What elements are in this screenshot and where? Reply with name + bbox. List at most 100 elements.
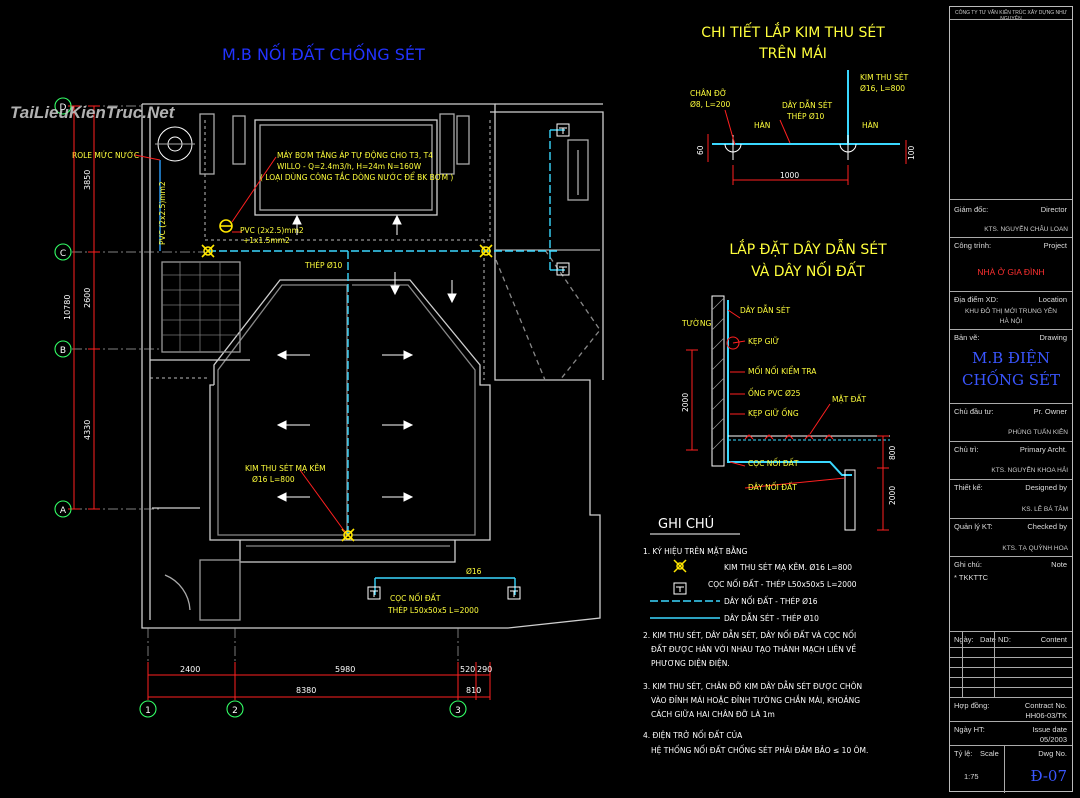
plan-leaders xyxy=(134,154,346,533)
dim-290: 290 xyxy=(477,665,492,674)
checked-name: KTS. TẠ QUỲNH HOA xyxy=(1002,545,1068,552)
dim-2000-right: 2000 xyxy=(888,486,897,505)
drawing-key: Bản vẽ: xyxy=(954,333,980,342)
mat-dat-label: MẶT ĐẤT xyxy=(832,394,867,404)
axis-3: 3 xyxy=(455,706,461,716)
tb-divider xyxy=(950,687,1072,688)
thep10-label: THÉP Ø10 xyxy=(304,261,343,270)
note-2-3: PHƯƠNG DIỆN ĐIỆN. xyxy=(651,659,730,668)
axis-2: 2 xyxy=(232,706,238,716)
dim-2600: 2600 xyxy=(83,288,92,308)
project-name: NHÀ Ở GIA ĐÌNH xyxy=(977,267,1045,277)
plan-title: M.B NỐI ĐẤT CHỐNG SÉT xyxy=(222,43,425,64)
detail1-title-1: CHI TIẾT LẮP KIM THU SÉT xyxy=(701,22,885,41)
dim-5980: 5980 xyxy=(335,665,355,674)
parapet-dashed xyxy=(150,120,491,380)
tb-divider xyxy=(950,291,1072,292)
pump-label-1: MÁY BƠM TĂNG ÁP TỰ ĐỘNG CHO T3, T4 xyxy=(277,151,433,160)
detail1-title-2: TRÊN MÁI xyxy=(758,44,827,62)
nd-key: ND: xyxy=(998,635,1011,644)
primary-name: KTS. NGUYỄN KHOA HẢI xyxy=(991,467,1068,474)
coc-label-2: THÉP L50x50x5 L=2000 xyxy=(387,606,479,615)
tb-divider xyxy=(950,199,1072,200)
note-key-en: Note xyxy=(1051,560,1067,569)
axis-D: D xyxy=(60,103,67,113)
axis-A: A xyxy=(60,506,67,516)
chan-do-label-2: Ø8, L=200 xyxy=(690,100,730,109)
detail2-title-1: LẮP ĐẶT DÂY DẪN SÉT xyxy=(729,239,887,258)
issue-key: Ngày HT: xyxy=(954,725,985,734)
chan-do-label-1: CHÂN ĐỠ xyxy=(690,89,727,98)
note-4-2: HỆ THỐNG NỐI ĐẤT CHỐNG SÉT PHẢI ĐẢM BẢO … xyxy=(651,745,868,755)
dim-8380: 8380 xyxy=(296,686,316,695)
note-3-3: CÁCH GIỮA HAI CHÂN ĐỠ LÀ 1m xyxy=(651,710,775,719)
air-terminals xyxy=(201,219,493,542)
note-key: Ghi chú: xyxy=(954,560,982,569)
project-key: Công trình: xyxy=(954,241,992,250)
axis-bubbles xyxy=(54,97,467,718)
coc-noi-dat-label: CỌC NỐI ĐẤT xyxy=(748,458,799,468)
pvc-vertical-label: PVC (2x2.5)mm2 xyxy=(158,181,167,245)
note-value: * TKKTTC xyxy=(954,573,989,582)
dim-520: 520 xyxy=(460,665,475,674)
dim-2000-left: 2000 xyxy=(681,393,690,412)
note-2-1: 2. KIM THU SÉT, DÂY DẪN SÉT, DÂY NỐI ĐẤT… xyxy=(643,630,856,640)
dim-4330: 4330 xyxy=(83,420,92,440)
pump-label-3: ( LOẠI DÙNG CÔNG TẮC DÒNG NƯỚC ĐỂ BK BƠM… xyxy=(260,172,453,182)
building-outline xyxy=(141,103,604,629)
kim-label-1: KIM THU SÉT xyxy=(860,73,909,82)
axis-B: B xyxy=(60,346,66,356)
han-left: HÀN xyxy=(754,121,770,130)
phi16-label: Ø16 xyxy=(466,567,482,576)
scale-key-en: Scale xyxy=(980,749,999,758)
coc-label-1: CỌC NỐI ĐẤT xyxy=(390,593,441,603)
location-key: Địa điểm XD: xyxy=(954,295,999,304)
note-4-1: 4. ĐIỆN TRỞ NỐI ĐẤT CỦA xyxy=(643,730,743,740)
tb-divider xyxy=(950,441,1072,442)
tb-divider xyxy=(950,479,1072,480)
title-block: CÔNG TY TƯ VẤN KIẾN TRÚC XÂY DỰNG NHƯ NG… xyxy=(949,6,1073,793)
kim-label-1: KIM THU SÉT MẠ KẼM xyxy=(245,464,326,473)
kep-giu-ong-label: KẸP GIỮ ỐNG xyxy=(748,408,799,418)
pvc-label-1: PVC (2x2.5)mm2 xyxy=(240,226,304,235)
location-2: HÀ NỘI xyxy=(999,318,1023,325)
tuong-label: TƯỜNG xyxy=(681,319,711,328)
day-label-1: DÂY DẪN SÉT xyxy=(782,100,833,110)
slope-arrows xyxy=(276,214,457,502)
director-key: Director xyxy=(1040,205,1067,214)
dim-100: 100 xyxy=(907,145,916,160)
pump-label-2: WILLO - Q=2.4m3/h, H=24m N=160W xyxy=(277,162,422,171)
date-key: Ngày: xyxy=(954,635,974,644)
watermark: TaiLieuKienTruc.Net xyxy=(10,103,175,122)
water-tank xyxy=(155,126,195,162)
tb-divider xyxy=(950,19,1072,20)
owner-key: Chủ đầu tư: xyxy=(954,407,994,416)
dim-2400: 2400 xyxy=(180,665,200,674)
axis-C: C xyxy=(60,249,66,259)
tb-divider xyxy=(950,647,1072,648)
moi-noi-label: MỐI NỐI KIỂM TRA xyxy=(748,366,817,376)
contract-key: Hợp đồng: xyxy=(954,701,990,710)
kep-giu-label: KẸP GIỮ xyxy=(748,337,779,346)
primary-key: Chủ trì: xyxy=(954,445,979,454)
pvc-label-2: +1x1.5mm2 xyxy=(243,236,290,245)
legend-3: DÂY NỐI ĐẤT - THÉP Ø16 xyxy=(724,596,818,606)
issue-key-en: Issue date xyxy=(1032,725,1067,734)
notes-heading: GHI CHÚ xyxy=(658,516,714,532)
dim-60: 60 xyxy=(696,145,705,155)
issue-value: 05/2003 xyxy=(1039,735,1067,744)
designed-key: Thiết kế: xyxy=(954,483,983,492)
dim-1000: 1000 xyxy=(780,171,799,180)
detail2-title-2: VÀ DÂY NỐI ĐẤT xyxy=(751,261,865,280)
drawing-key-en: Drawing xyxy=(1039,333,1067,342)
checked-key-en: Checked by xyxy=(1027,522,1067,531)
han-right: HÀN xyxy=(862,121,878,130)
tb-divider xyxy=(950,518,1072,519)
axis-1: 1 xyxy=(145,706,151,716)
day-noi-dat-label: DÂY NỐI ĐẤT xyxy=(748,482,797,492)
tb-divider xyxy=(950,745,1072,746)
giam-doc-key: Giám đốc: xyxy=(954,205,989,214)
designed-name: KS. LÊ BÁ TÂM xyxy=(1021,506,1068,513)
detail2-drawing xyxy=(686,295,890,531)
